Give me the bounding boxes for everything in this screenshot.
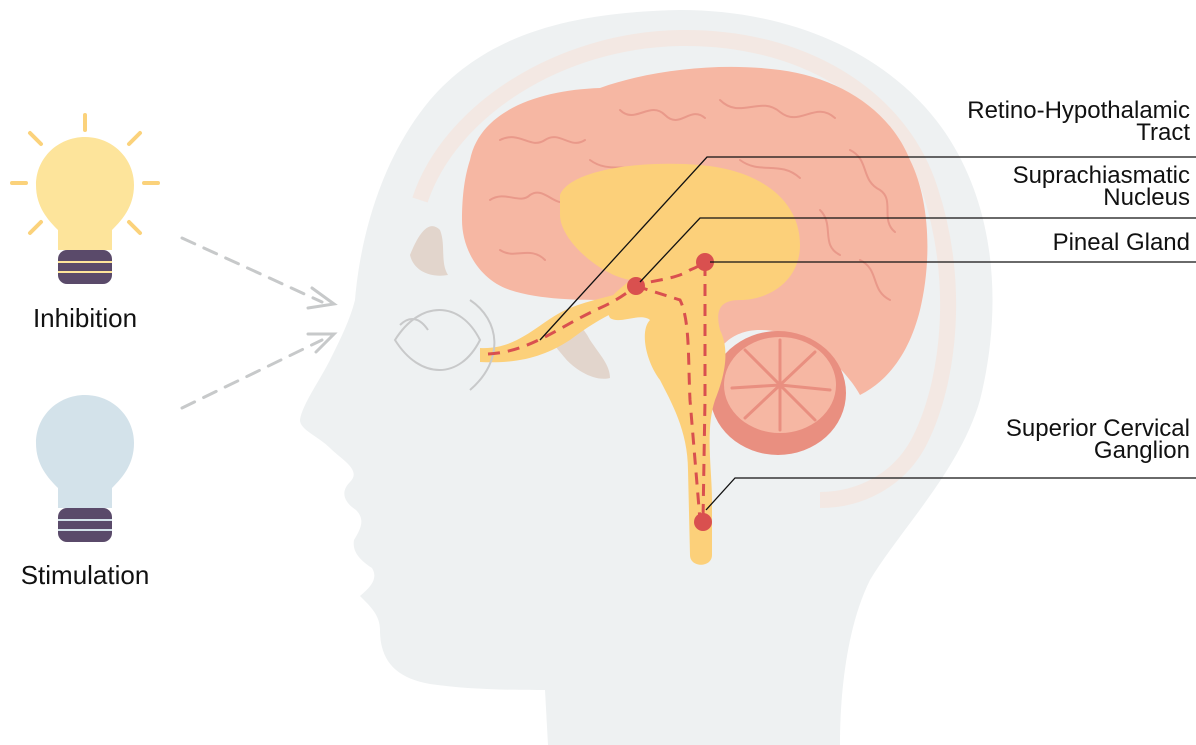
scn-line-2: Nucleus: [1013, 187, 1190, 209]
stimulation-label: Stimulation: [0, 560, 170, 591]
lightbulb-on-icon: [36, 137, 134, 250]
retino-line-2: Tract: [967, 122, 1190, 144]
suprachiasmatic-label: Suprachiasmatic Nucleus: [1013, 165, 1190, 209]
light-arrows: [182, 238, 334, 408]
lightbulb-off-icon: [36, 395, 134, 508]
retino-hypothalamic-label: Retino-Hypothalamic Tract: [967, 100, 1190, 144]
bulb-on-base: [58, 250, 112, 284]
pineal-text: Pineal Gland: [1053, 232, 1190, 254]
scg-line-2: Ganglion: [1006, 440, 1190, 462]
pineal-gland-label: Pineal Gland: [1053, 232, 1190, 254]
inhibition-label: Inhibition: [0, 303, 170, 334]
bulb-off-base: [58, 508, 112, 542]
superior-cervical-label: Superior Cervical Ganglion: [1006, 418, 1190, 462]
scg-marker: [694, 513, 712, 531]
